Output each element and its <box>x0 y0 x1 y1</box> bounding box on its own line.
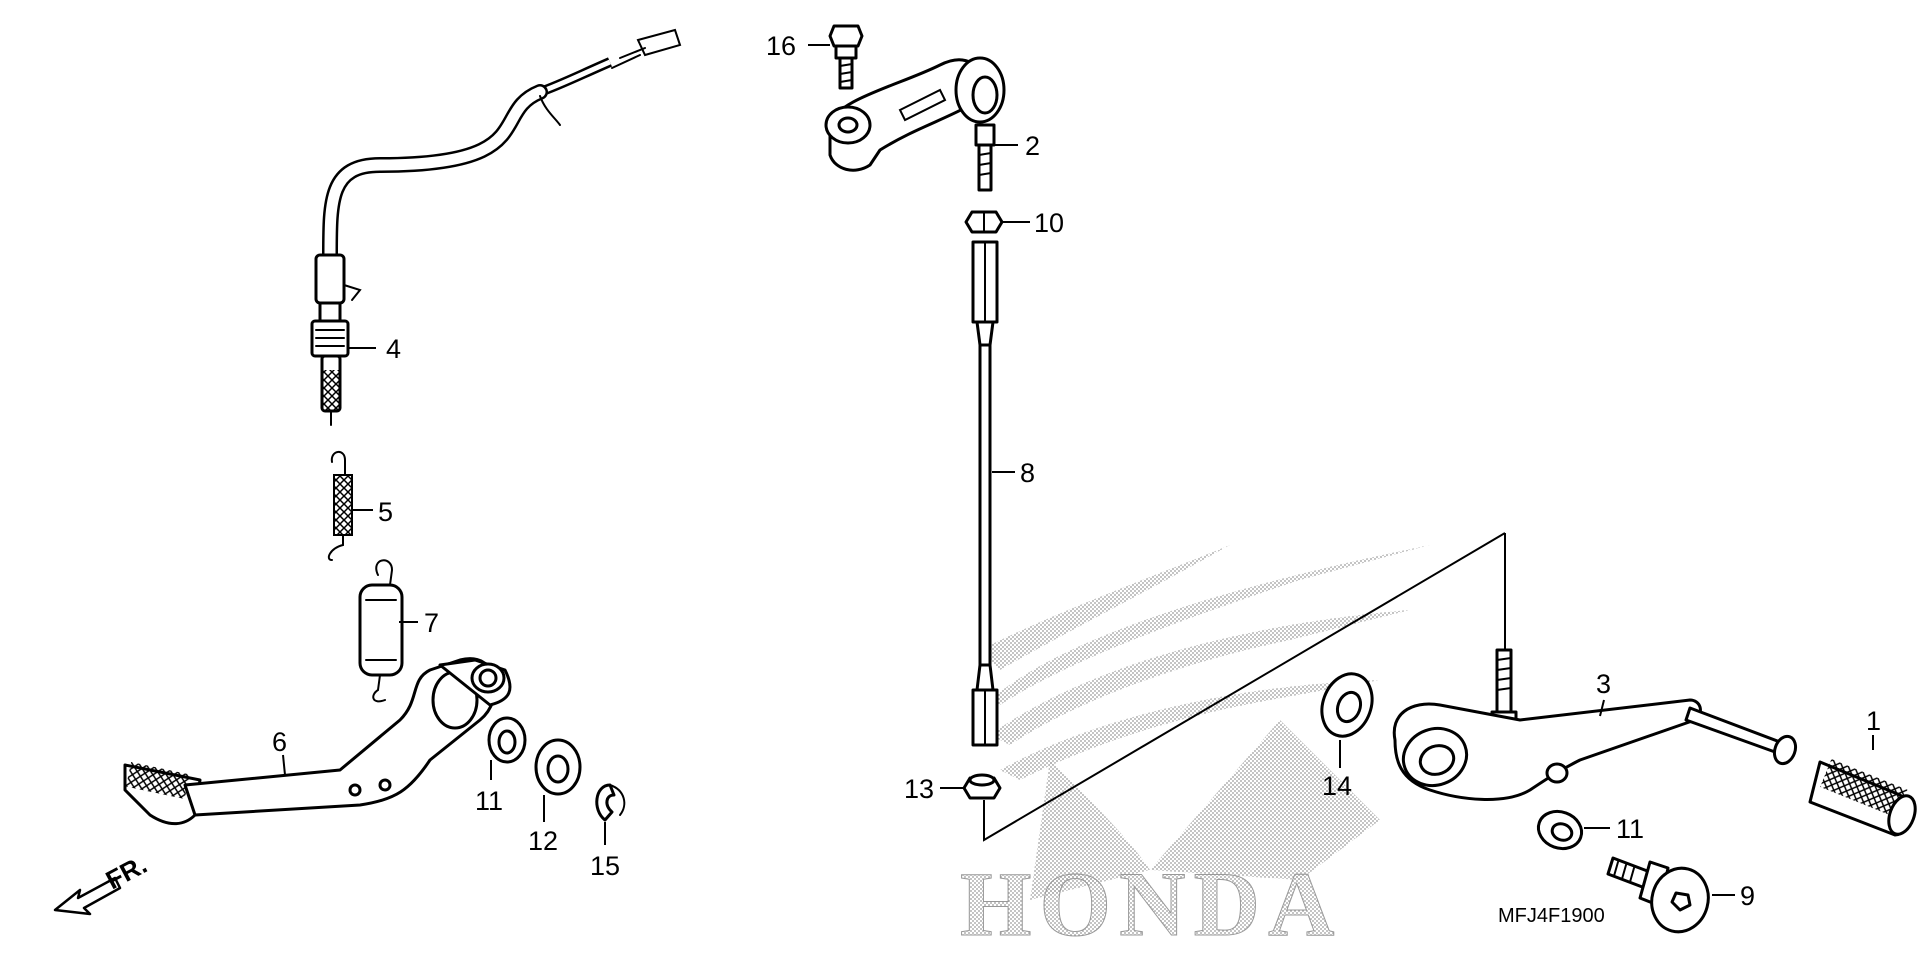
callout-11-left: 11 <box>475 786 503 816</box>
callout-12: 12 <box>528 826 558 856</box>
front-arrow-icon <box>53 876 122 916</box>
callout-6: 6 <box>272 727 287 757</box>
nut-13 <box>962 773 1002 800</box>
brake-pedal <box>123 657 512 826</box>
small-spring <box>327 451 353 561</box>
diagram-code: MFJ4F1900 <box>1498 905 1605 927</box>
callout-13: 13 <box>904 774 934 804</box>
callout-3: 3 <box>1596 669 1611 699</box>
callout-5: 5 <box>378 497 393 527</box>
nut-10 <box>964 210 1004 234</box>
leader-lines <box>282 44 1874 896</box>
shift-pedal <box>1392 648 1798 801</box>
bolt-16 <box>828 24 864 90</box>
front-direction-indicator: FR. <box>53 849 152 916</box>
callout-10: 10 <box>1034 208 1064 238</box>
washer-14 <box>1320 672 1374 738</box>
pivot-bolt-9 <box>1606 856 1710 934</box>
callout-7: 7 <box>424 608 439 638</box>
shift-rod <box>971 240 999 747</box>
callout-1: 1 <box>1866 706 1881 736</box>
callout-11-right: 11 <box>1616 814 1644 844</box>
callout-15: 15 <box>590 851 620 881</box>
callout-4: 4 <box>386 334 401 364</box>
callout-14: 14 <box>1322 771 1352 801</box>
washer-12 <box>534 738 582 796</box>
shift-arm <box>824 56 1006 192</box>
callout-8: 8 <box>1020 458 1035 488</box>
callout-16: 16 <box>766 31 796 61</box>
callout-2: 2 <box>1025 131 1040 161</box>
honda-brand-watermark: HONDA <box>960 853 1342 955</box>
callout-9: 9 <box>1740 881 1755 911</box>
brake-light-switch <box>310 28 682 426</box>
washer-11-right <box>1536 809 1584 851</box>
retaining-clip-15 <box>595 783 626 822</box>
washer-11-left <box>487 716 527 764</box>
large-spring <box>358 559 404 703</box>
rubber-peg <box>1808 759 1917 837</box>
